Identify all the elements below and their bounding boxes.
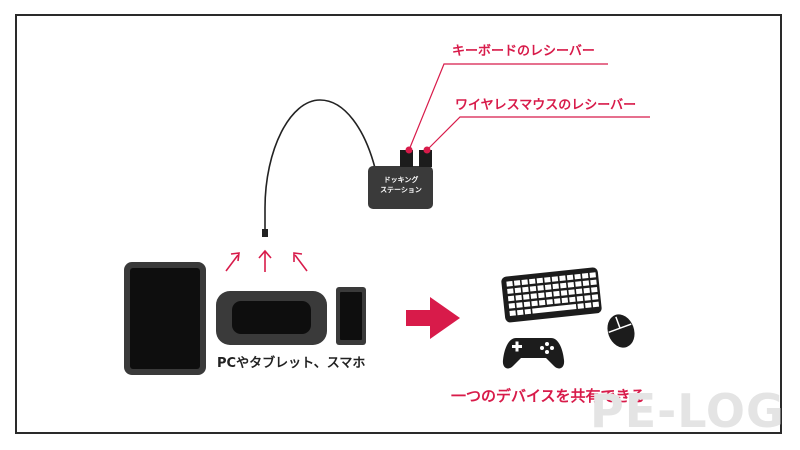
keyboard-key — [575, 281, 582, 287]
keyboard-key — [538, 299, 546, 306]
keyboard-key — [584, 295, 591, 301]
keyboard-key — [585, 302, 592, 309]
keyboard-key — [591, 294, 599, 300]
keyboard-key — [544, 284, 552, 290]
keyboard-key — [582, 280, 590, 286]
watermark-logo: PE-LOG — [590, 384, 785, 438]
docking-station-label-line2: ステーション — [380, 186, 422, 194]
devices-caption: PCやタブレット、スマホ — [217, 356, 366, 371]
keyboard-spacebar — [532, 304, 577, 314]
keyboard-key — [523, 294, 530, 300]
keyboard-key — [560, 290, 568, 296]
keyboard-key — [516, 302, 523, 308]
keyboard-key — [567, 281, 575, 288]
usb-cable — [264, 99, 376, 232]
keyboard-key — [559, 275, 566, 282]
keyboard-key — [553, 290, 560, 297]
docking-station — [368, 166, 433, 209]
keyboard-key — [537, 285, 544, 291]
keyboard-key — [560, 282, 567, 289]
keyboard-receiver — [400, 150, 413, 167]
gamepad-icon — [502, 338, 565, 369]
keyboard-key — [591, 286, 598, 293]
keyboard-key — [513, 280, 521, 286]
keyboard-key — [551, 276, 559, 282]
keyboard-key — [590, 279, 597, 286]
docking-station-label-line1: ドッキング — [383, 176, 419, 184]
connect-arrows — [225, 249, 308, 272]
mouse-icon — [607, 314, 635, 348]
keyboard-key — [521, 279, 528, 285]
keyboard-key — [568, 289, 575, 295]
keyboard-key — [522, 286, 529, 293]
arrow-right-icon — [406, 297, 460, 339]
keyboard-key — [530, 293, 538, 299]
mouse-receiver-label: ワイヤレスマウスのレシーバー — [455, 98, 637, 113]
keyboard-key — [577, 303, 584, 309]
keyboard-key — [566, 274, 574, 281]
keyboard-key — [574, 273, 581, 280]
keyboard-icon — [501, 267, 602, 323]
keyboard-callout-line — [408, 63, 608, 151]
keyboard-key — [561, 297, 569, 304]
keyboard-key — [514, 287, 522, 294]
keyboard-key — [575, 288, 583, 295]
keyboard-key — [544, 276, 551, 283]
keyboard-key — [536, 277, 544, 284]
keyboard-key — [515, 294, 522, 301]
keyboard-key — [507, 295, 515, 302]
keyboard-key — [554, 298, 561, 304]
keyboard-key — [538, 292, 545, 299]
keyboard-key — [507, 288, 514, 294]
keyboard-key — [545, 291, 553, 298]
keyboard-key — [523, 301, 531, 308]
result-caption: 一つのデバイスを共有できる — [451, 387, 646, 405]
diagram-frame — [15, 14, 782, 434]
keyboard-key — [524, 308, 532, 315]
cable-connector — [262, 229, 268, 237]
keyboard-key — [529, 278, 536, 285]
keyboard-key — [531, 300, 538, 307]
keyboard-key — [592, 301, 600, 308]
keyboard-key — [517, 309, 524, 316]
keyboard-key — [576, 295, 584, 302]
keyboard-key — [506, 280, 513, 287]
keyboard-key — [529, 285, 537, 292]
keyboard-key — [546, 299, 553, 305]
keyboard-key — [569, 296, 576, 303]
keyboard-key — [581, 273, 589, 279]
keyboard-key — [508, 303, 516, 309]
keyboard-key — [583, 287, 590, 294]
mouse-receiver — [419, 150, 432, 167]
docking-station-label: ドッキング ステーション — [369, 175, 433, 195]
keyboard-key — [552, 283, 559, 290]
keyboard-key — [589, 272, 596, 278]
keyboard-key — [509, 310, 516, 317]
keyboard-receiver-label: キーボードのレシーバー — [452, 44, 595, 59]
mouse-callout-line — [426, 116, 650, 151]
